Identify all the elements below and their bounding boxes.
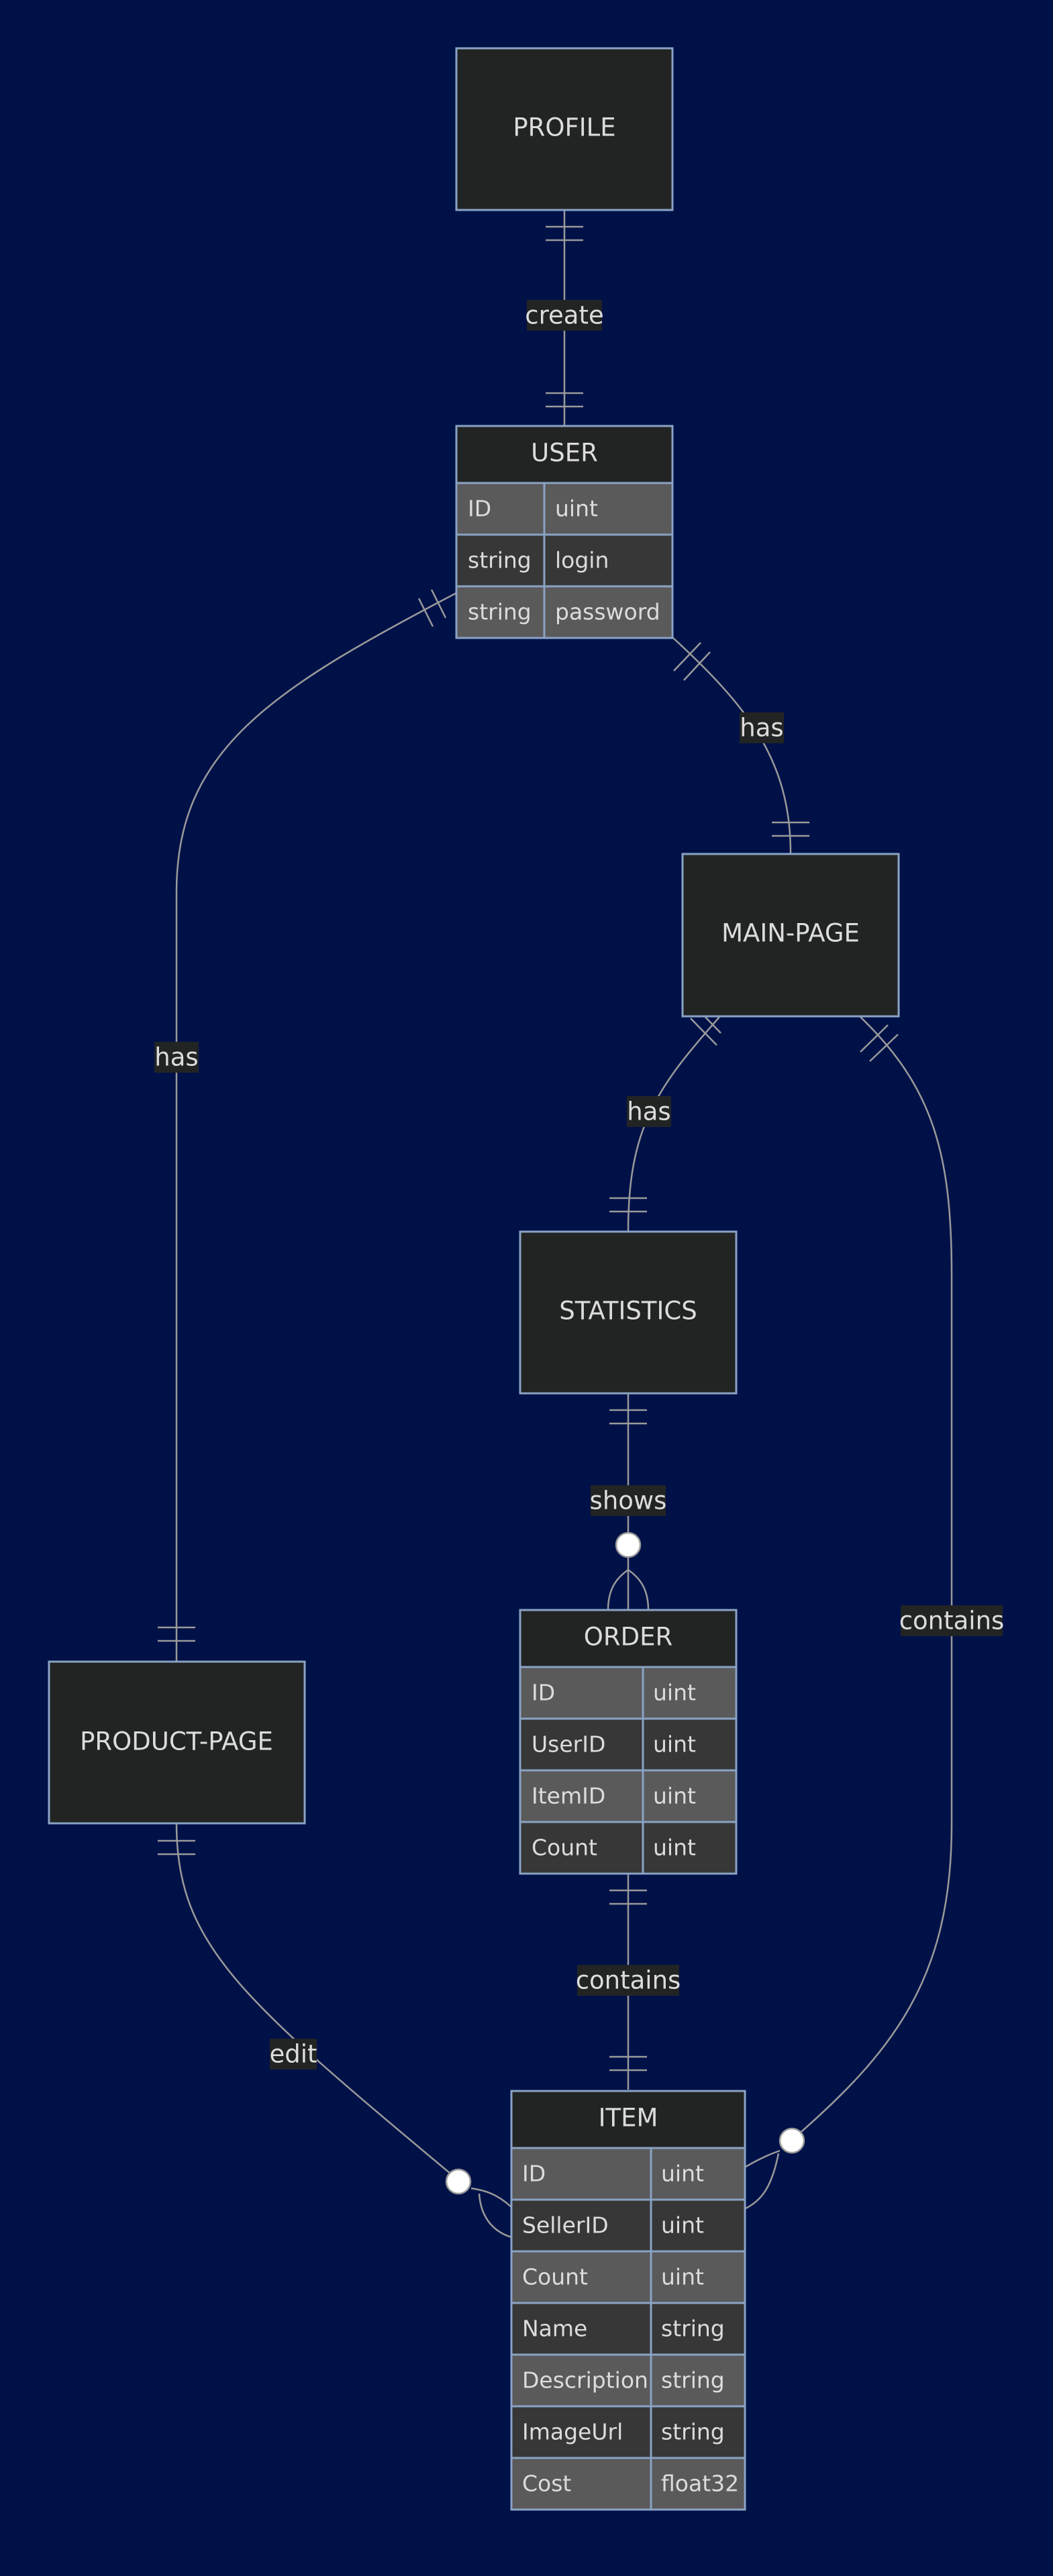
order-attr-name: uint [653, 1835, 696, 1861]
user-attr-type: ID [468, 496, 491, 522]
item-attr-name: string [661, 2419, 725, 2445]
user-attr-type: string [468, 599, 532, 625]
entity-order: ORDER ID uint UserID uint ItemID uint Co… [519, 1609, 738, 1875]
order-attr-name: uint [653, 1731, 696, 1758]
order-attr-name: uint [653, 1783, 696, 1809]
item-attr-name: uint [661, 2264, 704, 2290]
svg-text:contains: contains [576, 1966, 681, 1995]
entity-product-page-title: PRODUCT-PAGE [80, 1727, 273, 1756]
entity-profile: PROFILE [455, 47, 674, 211]
item-attr-type: Name [522, 2316, 587, 2342]
label-profile-user: create [525, 300, 604, 331]
label-statistics-order: shows [590, 1485, 667, 1516]
user-attr-type: string [468, 547, 532, 574]
item-attr-type: Description [522, 2367, 648, 2394]
order-attr-type: ItemID [532, 1783, 605, 1809]
entity-item: ITEM ID uint SellerID uint Count uint Na… [510, 2090, 746, 2511]
item-attr-type: ImageUrl [522, 2419, 623, 2445]
entity-user: USER ID uint string login string passwor… [455, 425, 674, 639]
svg-text:edit: edit [269, 2040, 317, 2069]
svg-text:has: has [627, 1097, 670, 1126]
entity-statistics: STATISTICS [519, 1230, 738, 1395]
entity-main-page-title: MAIN-PAGE [721, 919, 860, 948]
item-attr-type: ID [522, 2161, 546, 2187]
item-attr-type: SellerID [522, 2212, 609, 2239]
svg-text:create: create [525, 301, 603, 330]
line-user-product-page [175, 592, 457, 1661]
svg-text:contains: contains [899, 1607, 1005, 1635]
item-attr-name: string [661, 2316, 725, 2342]
svg-text:has: has [154, 1043, 198, 1072]
relationship-labels: create has has has shows contains contai… [154, 300, 1004, 2070]
item-attr-name: uint [661, 2212, 704, 2239]
label-main-page-item: contains [899, 1605, 1005, 1636]
entity-main-page: MAIN-PAGE [681, 853, 900, 1018]
item-attr-type: Count [522, 2264, 588, 2290]
entity-statistics-title: STATISTICS [559, 1297, 697, 1326]
order-attr-type: UserID [532, 1731, 605, 1758]
entity-product-page: PRODUCT-PAGE [48, 1660, 306, 1825]
user-attr-name: uint [555, 496, 598, 522]
svg-text:shows: shows [590, 1487, 667, 1515]
line-product-page-item [175, 1823, 459, 2181]
line-user-main-page [672, 637, 792, 854]
user-attr-name: login [555, 547, 609, 574]
label-main-page-statistics: has [627, 1096, 671, 1127]
label-order-item: contains [576, 1965, 681, 1996]
user-attr-name: password [555, 599, 660, 625]
entity-item-title: ITEM [599, 2104, 658, 2133]
item-attr-name: float32 [661, 2471, 739, 2497]
label-product-page-item: edit [269, 2039, 317, 2070]
line-main-page-item [791, 1016, 953, 2141]
entity-profile-title: PROFILE [513, 113, 615, 142]
item-attr-name: string [661, 2367, 725, 2394]
entity-order-title: ORDER [584, 1623, 672, 1652]
order-attr-type: Count [532, 1835, 597, 1861]
item-attr-type: Cost [522, 2471, 571, 2497]
label-user-main-page: has [740, 712, 784, 743]
entity-user-title: USER [531, 439, 598, 468]
svg-text:has: has [740, 714, 783, 743]
label-user-product-page: has [154, 1042, 199, 1073]
cardinality-markers [158, 225, 899, 2239]
order-attr-type: ID [532, 1680, 555, 1706]
item-attr-name: uint [661, 2161, 704, 2187]
order-attr-name: uint [653, 1680, 696, 1706]
